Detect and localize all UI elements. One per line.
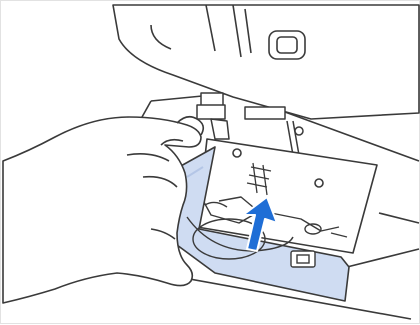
release-latch	[291, 251, 315, 267]
plate-screw-right	[315, 179, 323, 187]
machine-head	[113, 5, 419, 119]
machine-button	[269, 31, 305, 59]
hand-icon	[3, 117, 203, 303]
plate-screw-left	[233, 149, 241, 157]
